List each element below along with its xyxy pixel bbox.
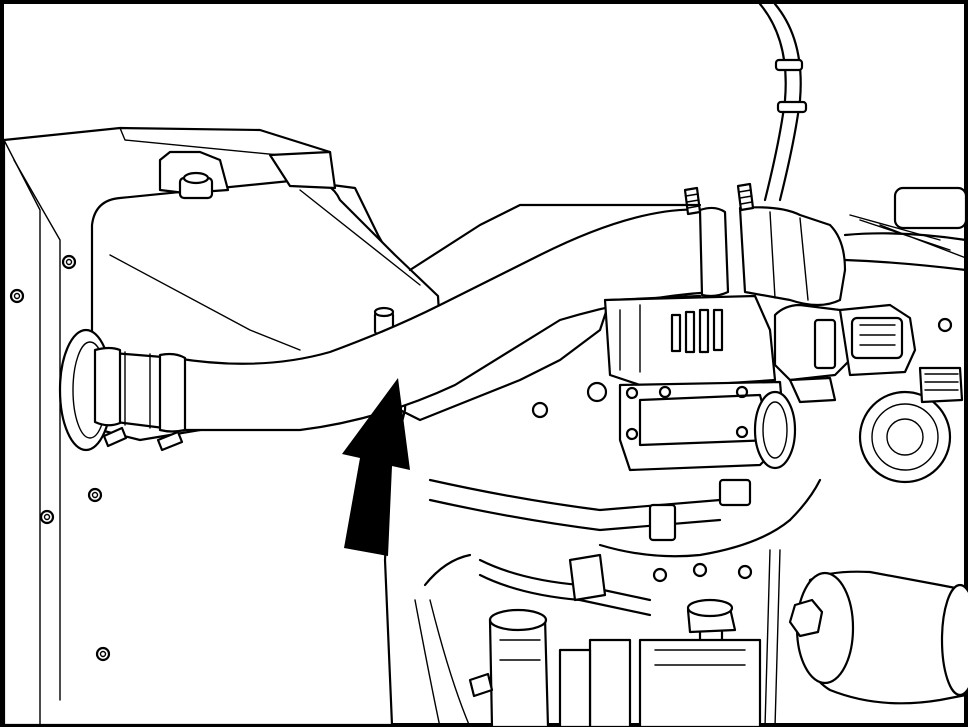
oil-filler-cap: [638, 598, 762, 727]
engine-studs: [102, 182, 755, 452]
upper-coolant-hose: [93, 206, 847, 433]
housing-ribs: [670, 308, 724, 354]
right-side-components: [843, 186, 968, 484]
up-arrow-icon: [342, 378, 410, 556]
shroud-bolts: [9, 254, 111, 662]
oil-filter: [788, 570, 968, 705]
lower-pipes: [414, 478, 822, 727]
top-pipe: [758, 2, 808, 202]
engine-block: [398, 203, 797, 472]
sensor-connector: [773, 303, 917, 404]
